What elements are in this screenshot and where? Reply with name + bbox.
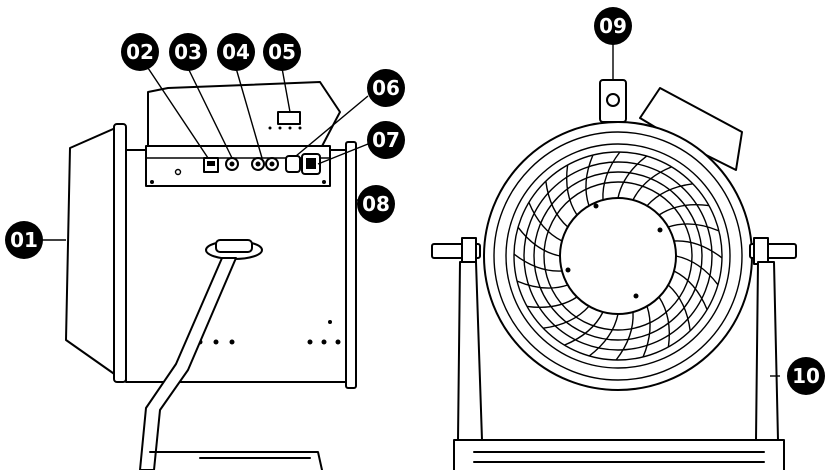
callout-label: 09 (599, 14, 627, 38)
callout-label: 08 (362, 192, 390, 216)
yoke-arm-side (139, 257, 237, 470)
grill-spoke (646, 183, 693, 207)
callout-label: 01 (10, 228, 38, 252)
grill-spoke (543, 305, 590, 329)
front-base (453, 439, 785, 470)
grill-spoke (517, 226, 561, 257)
grill-spoke (585, 154, 594, 207)
callout-label: 02 (126, 40, 154, 64)
callout-05: 05 (263, 33, 301, 71)
callout-label: 04 (222, 40, 250, 64)
yoke-left (457, 261, 483, 441)
side-base (149, 451, 323, 470)
grill-spoke (615, 311, 634, 361)
callout-03: 03 (169, 33, 207, 71)
grill-spoke (667, 223, 720, 232)
grill-spoke (564, 311, 604, 346)
callout-badge (787, 357, 825, 395)
grill-spoke (673, 270, 708, 310)
front-view (431, 79, 797, 470)
callout-badge (594, 7, 632, 45)
grill-spoke (513, 253, 563, 272)
fuse-holder (285, 155, 301, 173)
rear-flange (345, 141, 357, 389)
grill-spoke (642, 305, 651, 358)
grill-spoke (673, 240, 723, 259)
grill-spoke (617, 155, 648, 199)
grill-spoke (675, 255, 719, 286)
callout-badge (357, 185, 395, 223)
side-view (65, 81, 357, 470)
callout-badge (217, 33, 255, 71)
grill-spoke (588, 313, 619, 357)
callout-label: 10 (792, 364, 820, 388)
callout-badge (121, 33, 159, 71)
callout-badges: 01 02 03 04 05 06 07 08 09 10 (5, 7, 825, 395)
callout-label: 05 (268, 40, 296, 64)
lens-cone (65, 125, 121, 379)
grill-spoke (528, 202, 563, 242)
callout-01: 01 (5, 221, 43, 259)
callout-09: 09 (594, 7, 632, 45)
display-panel (277, 111, 301, 125)
grill-spoke (526, 296, 578, 309)
callout-badge (367, 121, 405, 159)
callout-label: 07 (372, 128, 400, 152)
yoke-right (755, 261, 779, 441)
callout-06: 06 (367, 69, 405, 107)
callout-badge (169, 33, 207, 71)
grill-spoke (632, 166, 672, 201)
grill-spoke (565, 164, 578, 216)
grill-spoke (667, 284, 691, 331)
grill-spoke (658, 203, 710, 216)
front-ring (113, 123, 127, 383)
callout-label: 03 (174, 40, 202, 64)
callout-badge (5, 221, 43, 259)
fan-grill (513, 151, 723, 361)
callout-04: 04 (217, 33, 255, 71)
callout-02: 02 (121, 33, 159, 71)
callout-10: 10 (787, 357, 825, 395)
callout-badge (367, 69, 405, 107)
leader-lines (42, 42, 780, 377)
grill-spoke (516, 280, 569, 289)
grill-spoke (658, 296, 671, 348)
top-panel-wedge (147, 81, 341, 151)
callout-08: 08 (357, 185, 395, 223)
grill-spoke (545, 181, 569, 228)
callout-badge (263, 33, 301, 71)
callout-07: 07 (367, 121, 405, 159)
callout-label: 06 (372, 76, 400, 100)
grill-spoke (602, 151, 621, 201)
